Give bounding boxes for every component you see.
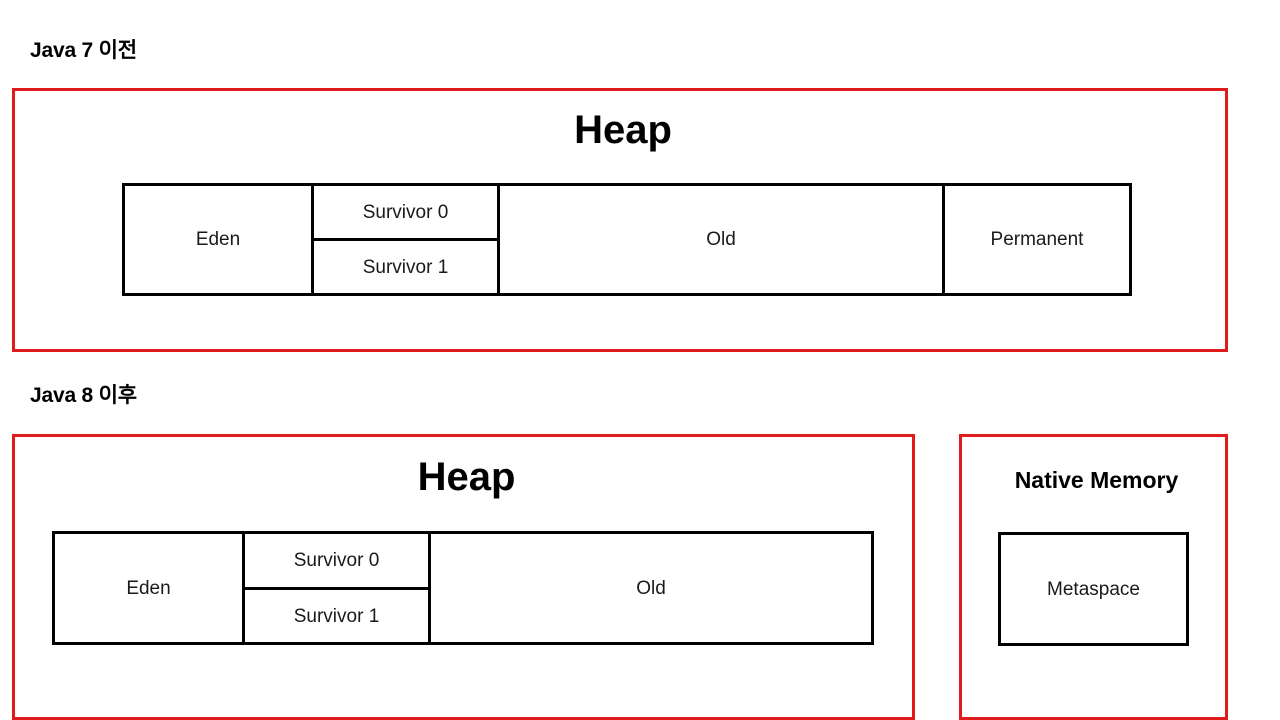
region-label: Permanent — [990, 229, 1084, 250]
region-label: Old — [636, 577, 666, 599]
memory-region-survivor0-java8: Survivor 0 — [242, 531, 431, 590]
memory-region-permanent-java7: Permanent — [942, 183, 1132, 296]
section-title-java8: Java 8 이후 — [30, 384, 137, 407]
memory-region-survivor1-java7: Survivor 1 — [311, 238, 500, 296]
region-label: Eden — [126, 577, 171, 599]
memory-region-eden-java8: Eden — [52, 531, 245, 645]
memory-region-old-java7: Old — [497, 183, 945, 296]
region-label: Survivor 0 — [362, 201, 449, 223]
heap-title-java8: Heap — [417, 455, 516, 499]
memory-region-survivor0-java7: Survivor 0 — [311, 183, 500, 241]
region-label: Survivor 1 — [362, 256, 449, 278]
memory-region-survivor1-java8: Survivor 1 — [242, 587, 431, 645]
region-label: Old — [706, 229, 736, 250]
region-label: Metaspace — [1047, 578, 1140, 600]
region-label: Survivor 0 — [293, 550, 380, 571]
heap-title-java7: Heap — [574, 108, 672, 152]
region-label: Survivor 1 — [293, 605, 380, 627]
memory-region-eden-java7: Eden — [122, 183, 314, 296]
memory-region-metaspace: Metaspace — [998, 532, 1189, 646]
memory-region-old-java8: Old — [428, 531, 874, 645]
region-label: Eden — [195, 229, 241, 250]
native-memory-title: Native Memory — [1014, 467, 1179, 493]
section-title-java7: Java 7 이전 — [30, 39, 137, 62]
